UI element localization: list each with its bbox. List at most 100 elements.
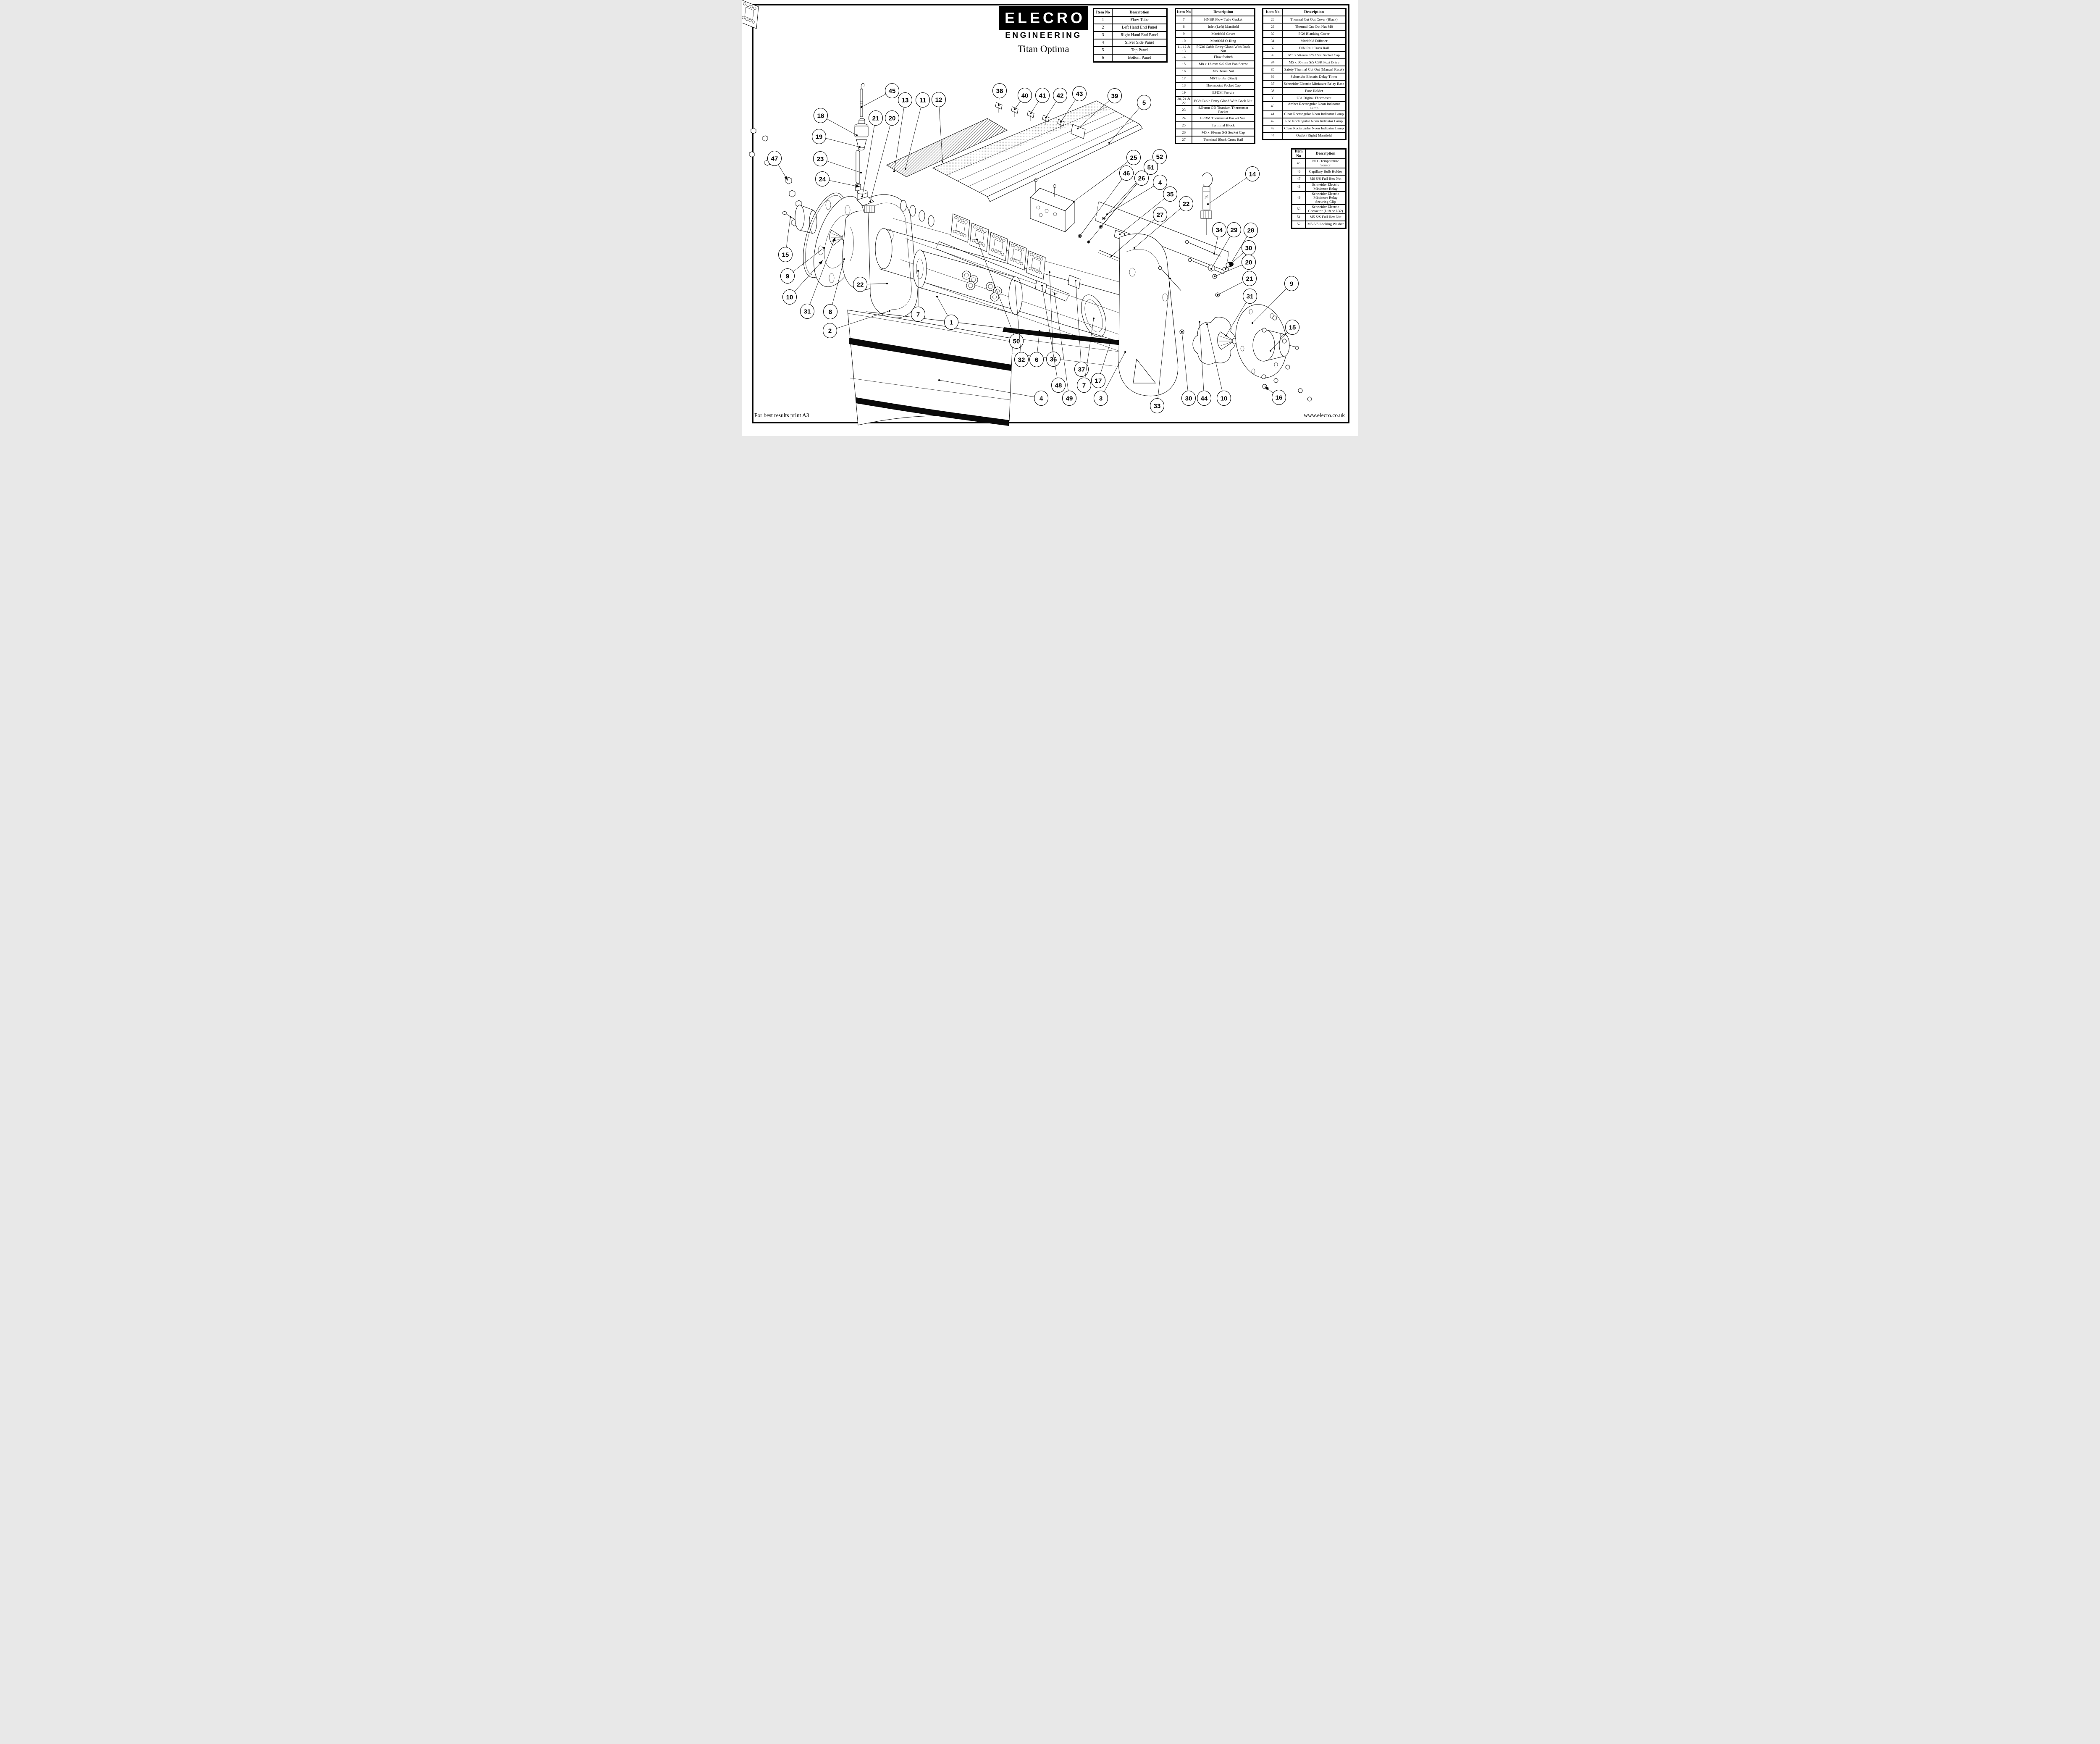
item-no-header: Item No (1175, 8, 1192, 16)
callout-number: 9 (1290, 280, 1293, 287)
description-cell: Schneider Electric Miniature Relay (1305, 181, 1347, 192)
item-no-cell: 3 (1093, 31, 1113, 39)
callout-number: 35 (1167, 191, 1174, 198)
leader-line (807, 236, 836, 312)
leader-dot (1077, 128, 1079, 129)
callout-number: 21 (872, 115, 879, 122)
callout-number: 39 (1111, 92, 1118, 100)
leader-line (1157, 278, 1171, 406)
description-cell: Safety Thermal Cut Out (Manual Reset) (1282, 66, 1347, 74)
description-cell: M6 S/S Full Hex Nut (1305, 174, 1347, 183)
callout-balloon (853, 276, 868, 292)
callout-number: 48 (1055, 382, 1062, 389)
leader-line (1054, 294, 1070, 399)
item-no-cell: 25 (1175, 121, 1192, 130)
callout-balloon (1284, 276, 1299, 292)
description-cell: Manifold Diffuser (1282, 37, 1347, 45)
callout-number: 34 (1216, 226, 1223, 234)
pg9-gland-left (856, 189, 875, 213)
leader-dot (1199, 321, 1200, 323)
footer-note: For best results print A3 (754, 412, 809, 418)
leader-line (894, 100, 906, 172)
leader-line (1049, 272, 1054, 360)
page-title: Titan Optima (1018, 44, 1069, 54)
item-no-cell: 30 (1262, 30, 1283, 38)
callout-number: 46 (1123, 170, 1130, 177)
leader-line (1109, 102, 1144, 143)
callout-balloon (1242, 288, 1257, 304)
leader-dot (861, 106, 862, 108)
callout-balloon (931, 92, 946, 108)
description-header: Description (1112, 8, 1168, 17)
callout-balloon (992, 83, 1007, 99)
callout-balloon (1163, 186, 1178, 202)
leader-dot (1214, 276, 1215, 277)
description-cell: Manifold O-Ring (1192, 37, 1255, 45)
description-cell: Capillary Bulb Holder (1305, 167, 1347, 176)
callout-balloon (1093, 390, 1108, 406)
callout-balloon (815, 171, 830, 187)
callout-balloon (1074, 361, 1089, 377)
leader-dot (1014, 108, 1016, 110)
leader-dot (860, 172, 862, 173)
callout-balloon (898, 92, 913, 108)
callout-number: 41 (1039, 92, 1046, 99)
leader-line (1134, 203, 1186, 248)
leader-line (1111, 214, 1160, 257)
leader-dot (938, 379, 940, 381)
item-no-header: Item No (1262, 8, 1283, 16)
description-cell: Schneider Electric Miniature Relay Base (1282, 80, 1347, 88)
leader-dot (823, 247, 825, 249)
callout-balloon (800, 303, 815, 319)
leader-line (1199, 321, 1205, 399)
description-header: Description (1282, 8, 1347, 16)
callout-number: 11 (919, 97, 926, 104)
logo-secondary: ENGINEERING (1005, 31, 1082, 40)
item-no-cell: 15 (1175, 60, 1192, 68)
item-no-cell: 45 (1291, 158, 1306, 168)
leader-dot (859, 146, 861, 148)
callout-balloon (782, 289, 797, 305)
item-no-cell: 11, 12 & 13 (1175, 44, 1192, 54)
footer-website: www.elecro.co.uk (1304, 412, 1345, 418)
callout-number: 42 (1057, 92, 1064, 99)
description-cell: NTC Temperature Sensor (1305, 158, 1347, 168)
callout-number: 16 (1276, 394, 1283, 401)
description-cell: PG9 Cable Entry Gland With Back Nut (1192, 96, 1255, 106)
leader-dot (976, 239, 978, 240)
callout-balloon (1241, 254, 1256, 270)
leader-line (1077, 95, 1115, 129)
fin-block (886, 118, 1008, 177)
leader-dot (889, 310, 890, 312)
leader-dot (1207, 203, 1209, 205)
right-dome-nuts (1226, 263, 1312, 402)
description-cell: Terminal Block Cross Rail (1192, 136, 1255, 144)
item-no-cell: 32 (1262, 44, 1283, 52)
leader-line (1211, 229, 1234, 269)
callout-balloon (1062, 390, 1077, 406)
callout-balloon (1226, 222, 1242, 238)
description-cell: M5 x 50-mm S/S CSK Socket Cap (1282, 51, 1347, 59)
leader-dot (1075, 280, 1076, 281)
item-no-cell: 44 (1262, 131, 1283, 140)
item-no-cell: 42 (1262, 117, 1283, 126)
callout-number: 13 (902, 97, 909, 104)
item-no-cell: 23 (1175, 105, 1192, 116)
callout-balloon (813, 151, 828, 167)
item-no-cell: 19 (1175, 89, 1192, 97)
item-no-cell: 36 (1262, 73, 1283, 81)
